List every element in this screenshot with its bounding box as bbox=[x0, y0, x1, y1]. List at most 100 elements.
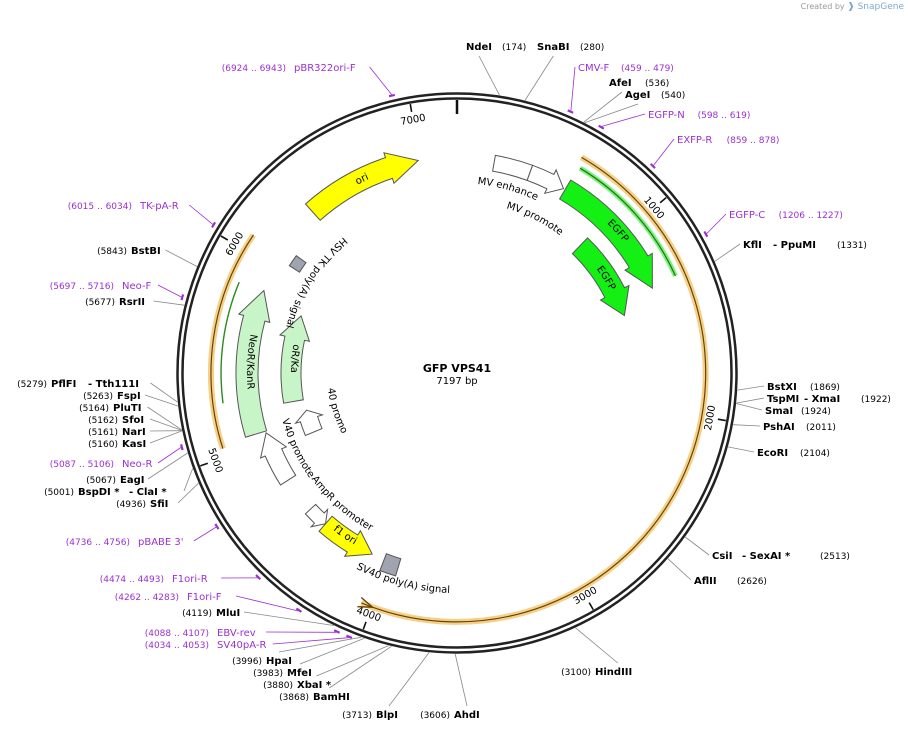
restriction-site[interactable]: AflII(2626) bbox=[667, 558, 767, 587]
site-name: CsiI bbox=[712, 551, 732, 562]
primer-name: Neo-R bbox=[122, 459, 153, 470]
primer-site[interactable]: (6015 .. 6034)TK-pA-R bbox=[68, 201, 217, 228]
site-name: HpaI bbox=[266, 656, 292, 667]
primer-range: (6015 .. 6034) bbox=[68, 202, 132, 212]
site-position: (5263) bbox=[83, 392, 113, 402]
primer-leader-line bbox=[193, 526, 217, 542]
site-position: (2626) bbox=[737, 577, 767, 587]
primer-leader-line bbox=[706, 213, 727, 234]
orf-arc-line bbox=[210, 234, 254, 449]
primer-name: EGFP-N bbox=[648, 110, 685, 121]
site-position: (3606) bbox=[420, 711, 450, 721]
primer-site[interactable]: (5087 .. 5106)Neo-R bbox=[50, 444, 184, 470]
credit-brand: SnapGene bbox=[857, 2, 904, 12]
primer-mark bbox=[388, 93, 396, 98]
site-name: MfeI bbox=[287, 668, 312, 679]
site-name: AgeI bbox=[625, 90, 650, 101]
primer-mark bbox=[567, 109, 574, 114]
site-position: (3880) bbox=[263, 681, 293, 691]
site-name: SfoI bbox=[122, 415, 144, 426]
site-position: (3100) bbox=[561, 668, 591, 678]
restriction-site[interactable]: (5067)EagI bbox=[86, 452, 188, 486]
restriction-site[interactable]: SnaBI(280) bbox=[524, 42, 604, 101]
restriction-site[interactable]: (3880) XbaI * bbox=[263, 645, 389, 691]
primer-name: pBABE 3' bbox=[138, 537, 184, 548]
primer-site[interactable]: (4034 .. 4053)SV40pA-R bbox=[145, 634, 353, 651]
restriction-site[interactable]: (3713)BlpI bbox=[342, 652, 430, 721]
restriction-site[interactable]: (5677)RsrII bbox=[85, 297, 185, 308]
primer-leader-line bbox=[272, 637, 349, 645]
tick-mark bbox=[220, 235, 229, 241]
restriction-site[interactable]: NdeI(174) bbox=[466, 42, 526, 96]
primer-range: (6924 .. 6943) bbox=[222, 64, 286, 74]
site-position: (2513) bbox=[820, 552, 850, 562]
tick-label: 7000 bbox=[400, 113, 427, 128]
primer-site[interactable]: (5697 .. 5716)Neo-F bbox=[50, 281, 185, 301]
restriction-site[interactable]: CsiI - SexAI *(2513) bbox=[684, 536, 850, 562]
restriction-site[interactable]: (5843)BstBI bbox=[97, 246, 198, 267]
plasmid-length: 7197 bp bbox=[436, 376, 477, 387]
primer-mark bbox=[255, 574, 262, 580]
primer-range: (5697 .. 5716) bbox=[50, 282, 114, 292]
restriction-site[interactable]: (4119)MluI bbox=[182, 608, 334, 626]
backbone-outer-strand bbox=[176, 92, 738, 654]
restriction-site[interactable]: AfeI(536) bbox=[583, 78, 670, 123]
primer-site[interactable]: EGFP-C(1206 .. 1227) bbox=[703, 210, 843, 238]
primer-site[interactable]: (4262 .. 4283)F1ori-F bbox=[115, 592, 303, 613]
restriction-site[interactable]: AgeI(540) bbox=[584, 90, 686, 124]
restriction-site[interactable]: SmaI(1924) bbox=[736, 403, 831, 418]
primer-site[interactable]: EGFP-N(598 .. 619) bbox=[598, 110, 751, 130]
restriction-site[interactable]: (5001)BspDI * - ClaI * bbox=[44, 468, 194, 498]
site-leader-line bbox=[524, 55, 554, 101]
primer-mark bbox=[333, 629, 341, 634]
site-position: (1331) bbox=[837, 241, 867, 251]
orf-arc-line bbox=[220, 281, 240, 404]
restriction-site[interactable]: (5164)PluTI bbox=[79, 403, 183, 431]
restriction-site[interactable]: (4936)SfiI bbox=[116, 482, 199, 510]
restriction-site[interactable]: BstXI(1869) bbox=[737, 382, 840, 393]
primer-site[interactable]: (4088 .. 4107)EBV-rev bbox=[145, 628, 341, 639]
primer-site[interactable]: (4474 .. 4493)F1ori-R bbox=[100, 574, 262, 585]
site-position: (5843) bbox=[97, 247, 127, 257]
restriction-site[interactable]: (3983)MfeI bbox=[253, 637, 365, 679]
site-leader-line bbox=[454, 653, 468, 707]
restriction-site[interactable]: (5279)PflFI - Tth111I bbox=[17, 379, 178, 403]
feature-polyA bbox=[379, 553, 402, 577]
restriction-site[interactable]: PshAI(2011) bbox=[733, 422, 836, 433]
primer-site[interactable]: EXFP-R(859 .. 878) bbox=[649, 135, 780, 169]
site-leader-line bbox=[147, 406, 183, 431]
site-position: (5677) bbox=[85, 298, 115, 308]
primer-mark bbox=[345, 634, 353, 639]
site-leader-line bbox=[278, 636, 362, 653]
primer-site[interactable]: (4736 .. 4756)pBABE 3' bbox=[66, 523, 220, 548]
restriction-site[interactable]: (5162)SfoI bbox=[88, 415, 183, 431]
site-leader-line bbox=[728, 446, 755, 453]
restriction-site[interactable]: EcoRI(2104) bbox=[728, 446, 830, 459]
primer-mark bbox=[180, 294, 185, 301]
site-leader-line bbox=[584, 103, 639, 124]
feature-cds bbox=[558, 179, 653, 290]
restriction-site[interactable]: (3868)BamHI bbox=[279, 645, 392, 703]
site-position: (536) bbox=[645, 79, 669, 89]
primer-site[interactable]: CMV-F(459 .. 479) bbox=[567, 63, 674, 114]
restriction-site[interactable]: KflI - PpuMI(1331) bbox=[714, 240, 867, 262]
feature-cds bbox=[571, 237, 630, 317]
snapgene-logo: ❱ bbox=[847, 2, 858, 12]
restriction-site[interactable]: (5161)NarI bbox=[88, 427, 183, 438]
restriction-site[interactable]: (3996)HpaI bbox=[232, 636, 362, 667]
credit-prefix: Created by bbox=[800, 2, 845, 11]
primer-leader-line bbox=[157, 447, 182, 464]
site-ref: - PpuMI bbox=[773, 240, 816, 251]
feature-label: ori bbox=[354, 172, 371, 188]
restriction-site[interactable]: (5263)FspI bbox=[83, 391, 179, 407]
restriction-site[interactable]: (5160)KasI bbox=[88, 430, 183, 450]
restriction-site[interactable]: TspMI - XmaI(1922) bbox=[736, 394, 891, 405]
primer-name: SV40pA-R bbox=[217, 640, 266, 651]
site-leader-line bbox=[147, 452, 188, 480]
restriction-site[interactable]: (3606)AhdI bbox=[420, 653, 480, 721]
site-name: XbaI * bbox=[297, 680, 332, 691]
restriction-site[interactable]: (3100)HindIII bbox=[561, 627, 632, 678]
site-position: (4936) bbox=[116, 500, 146, 510]
primer-site[interactable]: (6924 .. 6943)pBR322ori-F bbox=[222, 63, 396, 98]
